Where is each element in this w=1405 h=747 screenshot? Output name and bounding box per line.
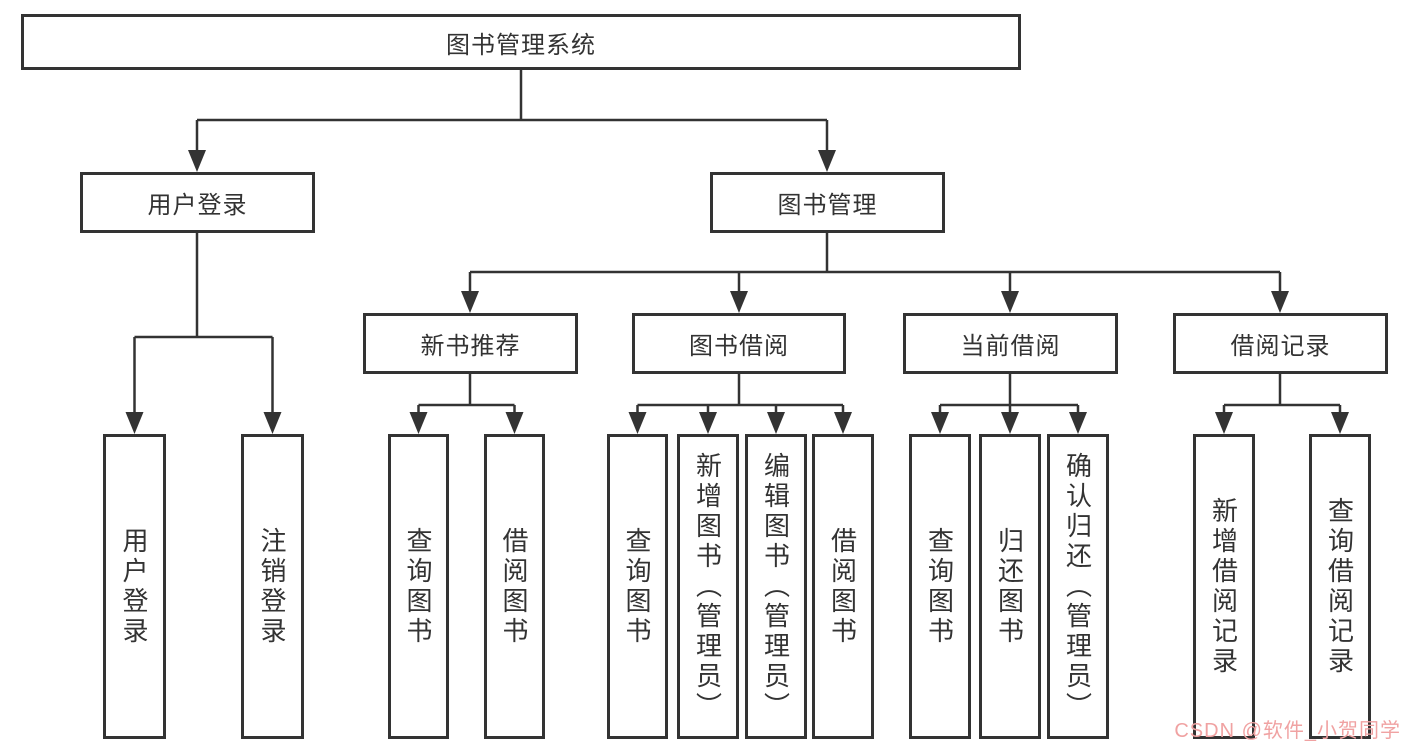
arrow-down-icon <box>1271 291 1289 313</box>
leaf-edit-books-admin: 编辑图书（管理员） <box>745 434 807 739</box>
node-user-login: 用户登录 <box>80 172 315 233</box>
leaf-confirm-return-admin: 确认归还（管理员） <box>1047 434 1109 739</box>
connector-book-management <box>461 233 1289 313</box>
leaf-add-books-admin: 新增图书（管理员） <box>677 434 739 739</box>
arrow-down-icon <box>767 412 785 434</box>
leaf-query-books-current: 查询图书 <box>909 434 971 739</box>
arrow-down-icon <box>1069 412 1087 434</box>
connector-root <box>188 70 836 172</box>
node-new-book-recommend: 新书推荐 <box>363 313 578 374</box>
node-current-borrowing: 当前借阅 <box>903 313 1118 374</box>
arrow-down-icon <box>628 412 647 434</box>
arrow-down-icon <box>505 412 524 434</box>
arrow-down-icon <box>1331 412 1349 434</box>
node-library-system: 图书管理系统 <box>21 14 1021 70</box>
node-book-borrowing: 图书借阅 <box>632 313 846 374</box>
arrow-down-icon <box>931 412 949 434</box>
csdn-watermark: CSDN @软件_小贺同学 <box>1174 720 1401 742</box>
arrow-down-icon <box>1001 291 1019 313</box>
leaf-query-books-borrowing: 查询图书 <box>607 434 668 739</box>
connector-user-login <box>125 233 282 434</box>
connector-borrowing-records <box>1215 374 1349 434</box>
leaf-add-borrow-record: 新增借阅记录 <box>1193 434 1255 739</box>
arrow-down-icon <box>1001 412 1019 434</box>
arrow-down-icon <box>818 150 836 172</box>
connector-new-book-recommend <box>409 374 524 434</box>
leaf-user-login: 用户登录 <box>103 434 166 739</box>
leaf-return-books: 归还图书 <box>979 434 1041 739</box>
leaf-borrow-books-borrowing: 借阅图书 <box>812 434 874 739</box>
leaf-borrow-books-recommend: 借阅图书 <box>484 434 545 739</box>
arrow-down-icon <box>1215 412 1233 434</box>
leaf-query-borrow-record: 查询借阅记录 <box>1309 434 1371 739</box>
node-borrowing-records: 借阅记录 <box>1173 313 1388 374</box>
leaf-query-books-recommend: 查询图书 <box>388 434 449 739</box>
arrow-down-icon <box>125 412 144 434</box>
arrow-down-icon <box>461 291 479 313</box>
arrow-down-icon <box>699 412 717 434</box>
leaf-logout-login: 注销登录 <box>241 434 304 739</box>
arrow-down-icon <box>188 150 206 172</box>
connector-book-borrowing <box>628 374 852 434</box>
arrow-down-icon <box>263 412 282 434</box>
arrow-down-icon <box>730 291 748 313</box>
connector-current-borrowing <box>931 374 1087 434</box>
node-book-management: 图书管理 <box>710 172 945 233</box>
arrow-down-icon <box>834 412 852 434</box>
arrow-down-icon <box>409 412 428 434</box>
